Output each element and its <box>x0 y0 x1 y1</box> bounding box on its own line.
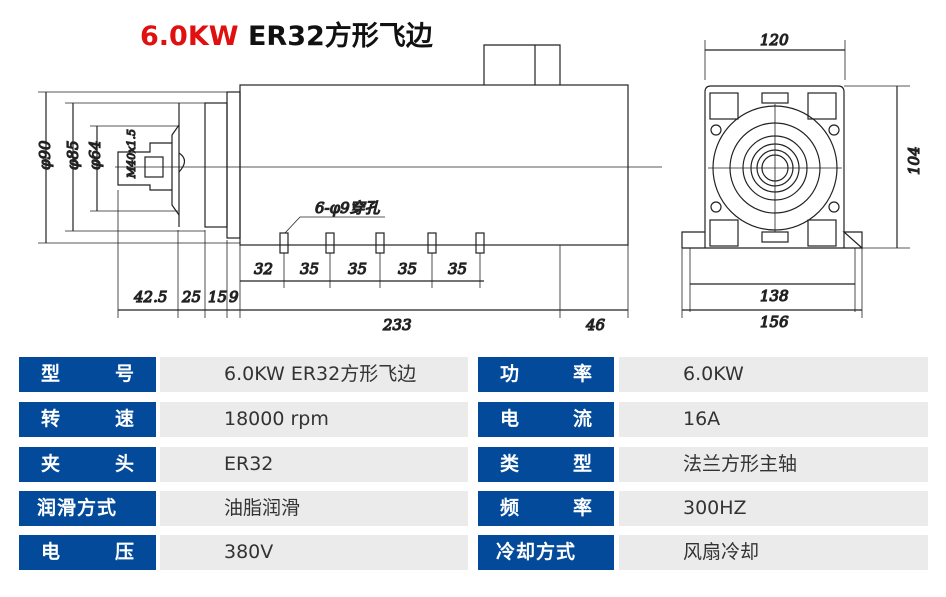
title-model: ER32方形飞边 <box>247 21 433 52</box>
spec-label: 润滑方式 <box>19 491 156 526</box>
dim-base-inner: 138 <box>760 287 789 305</box>
spec-label-text: 转 <box>41 408 61 430</box>
dim-d90: φ90 <box>36 140 54 170</box>
dim-front-3: 9 <box>229 288 239 306</box>
hole-note: 6-φ9穿孔 <box>315 199 381 217</box>
spec-label-text: 压 <box>114 541 134 563</box>
spec-label: 电流 <box>478 402 614 437</box>
dim-hole-1: 35 <box>300 260 319 278</box>
spec-label-text: 类 <box>500 453 520 475</box>
spec-value: ER32 <box>160 447 468 482</box>
spec-label-text: 头 <box>114 453 134 475</box>
spec-label-text: 速 <box>114 408 134 430</box>
dim-hole-3: 35 <box>398 260 417 278</box>
product-title: 6.0KW ER32方形飞边 <box>140 14 433 53</box>
dim-hole-2: 35 <box>348 260 367 278</box>
dim-front-0: 42.5 <box>133 288 167 306</box>
spec-label-text: 电 <box>41 541 61 563</box>
dim-body-length: 233 <box>382 316 412 334</box>
spindle-end-view <box>681 40 910 318</box>
dim-rear-length: 46 <box>585 316 606 334</box>
spec-label-text: 电 <box>500 408 520 430</box>
spec-label-text: 润滑方式 <box>37 497 118 519</box>
mounting-holes <box>279 232 485 254</box>
spec-label-text: 频 <box>500 497 520 519</box>
spec-label-text: 冷却方式 <box>496 541 577 563</box>
dim-end-width: 120 <box>760 31 789 49</box>
dim-d85: φ85 <box>64 140 82 170</box>
spec-label-text: 流 <box>572 408 592 430</box>
spec-label: 类型 <box>478 447 614 482</box>
spec-value: 18000 rpm <box>160 402 468 437</box>
spec-value: 6.0KW ER32方形飞边 <box>160 357 468 392</box>
dim-thread: M40x1.5 <box>125 129 138 179</box>
spec-value: 风扇冷却 <box>619 535 928 570</box>
spec-value: 油脂润滑 <box>160 491 468 526</box>
dim-front-2: 15 <box>208 288 227 306</box>
spec-label: 冷却方式 <box>478 535 614 570</box>
dim-hole-0: 32 <box>254 260 273 278</box>
spec-label: 夹头 <box>19 447 156 482</box>
spec-value: 6.0KW <box>619 357 928 392</box>
spec-value: 380V <box>160 535 468 570</box>
spec-label-text: 夹 <box>41 453 61 475</box>
spec-label-text: 率 <box>572 497 592 519</box>
spec-label-text: 型 <box>41 363 61 385</box>
dim-base-outer: 156 <box>760 313 789 331</box>
spec-label: 型号 <box>19 357 156 392</box>
spec-label: 电压 <box>19 535 156 570</box>
spec-value: 法兰方形主轴 <box>619 447 928 482</box>
technical-drawing: φ90 φ85 φ64 M40x1.5 6-φ9穿孔 32 35 35 35 3… <box>35 30 923 334</box>
spec-label-text: 号 <box>114 363 134 385</box>
spec-value: 300HZ <box>619 491 928 526</box>
dim-hole-4: 35 <box>448 260 467 278</box>
title-power: 6.0KW <box>140 21 239 52</box>
spec-label-text: 功 <box>500 363 520 385</box>
dim-d64: φ64 <box>86 140 104 170</box>
dim-end-height: 104 <box>905 146 923 175</box>
dim-front-1: 25 <box>181 288 201 306</box>
spec-value: 16A <box>619 402 928 437</box>
spec-label-text: 率 <box>572 363 592 385</box>
spec-label: 频率 <box>478 491 614 526</box>
spec-label: 转速 <box>19 402 156 437</box>
spec-label-text: 型 <box>572 453 592 475</box>
spindle-side-view <box>38 44 662 318</box>
spec-label: 功率 <box>478 357 614 392</box>
